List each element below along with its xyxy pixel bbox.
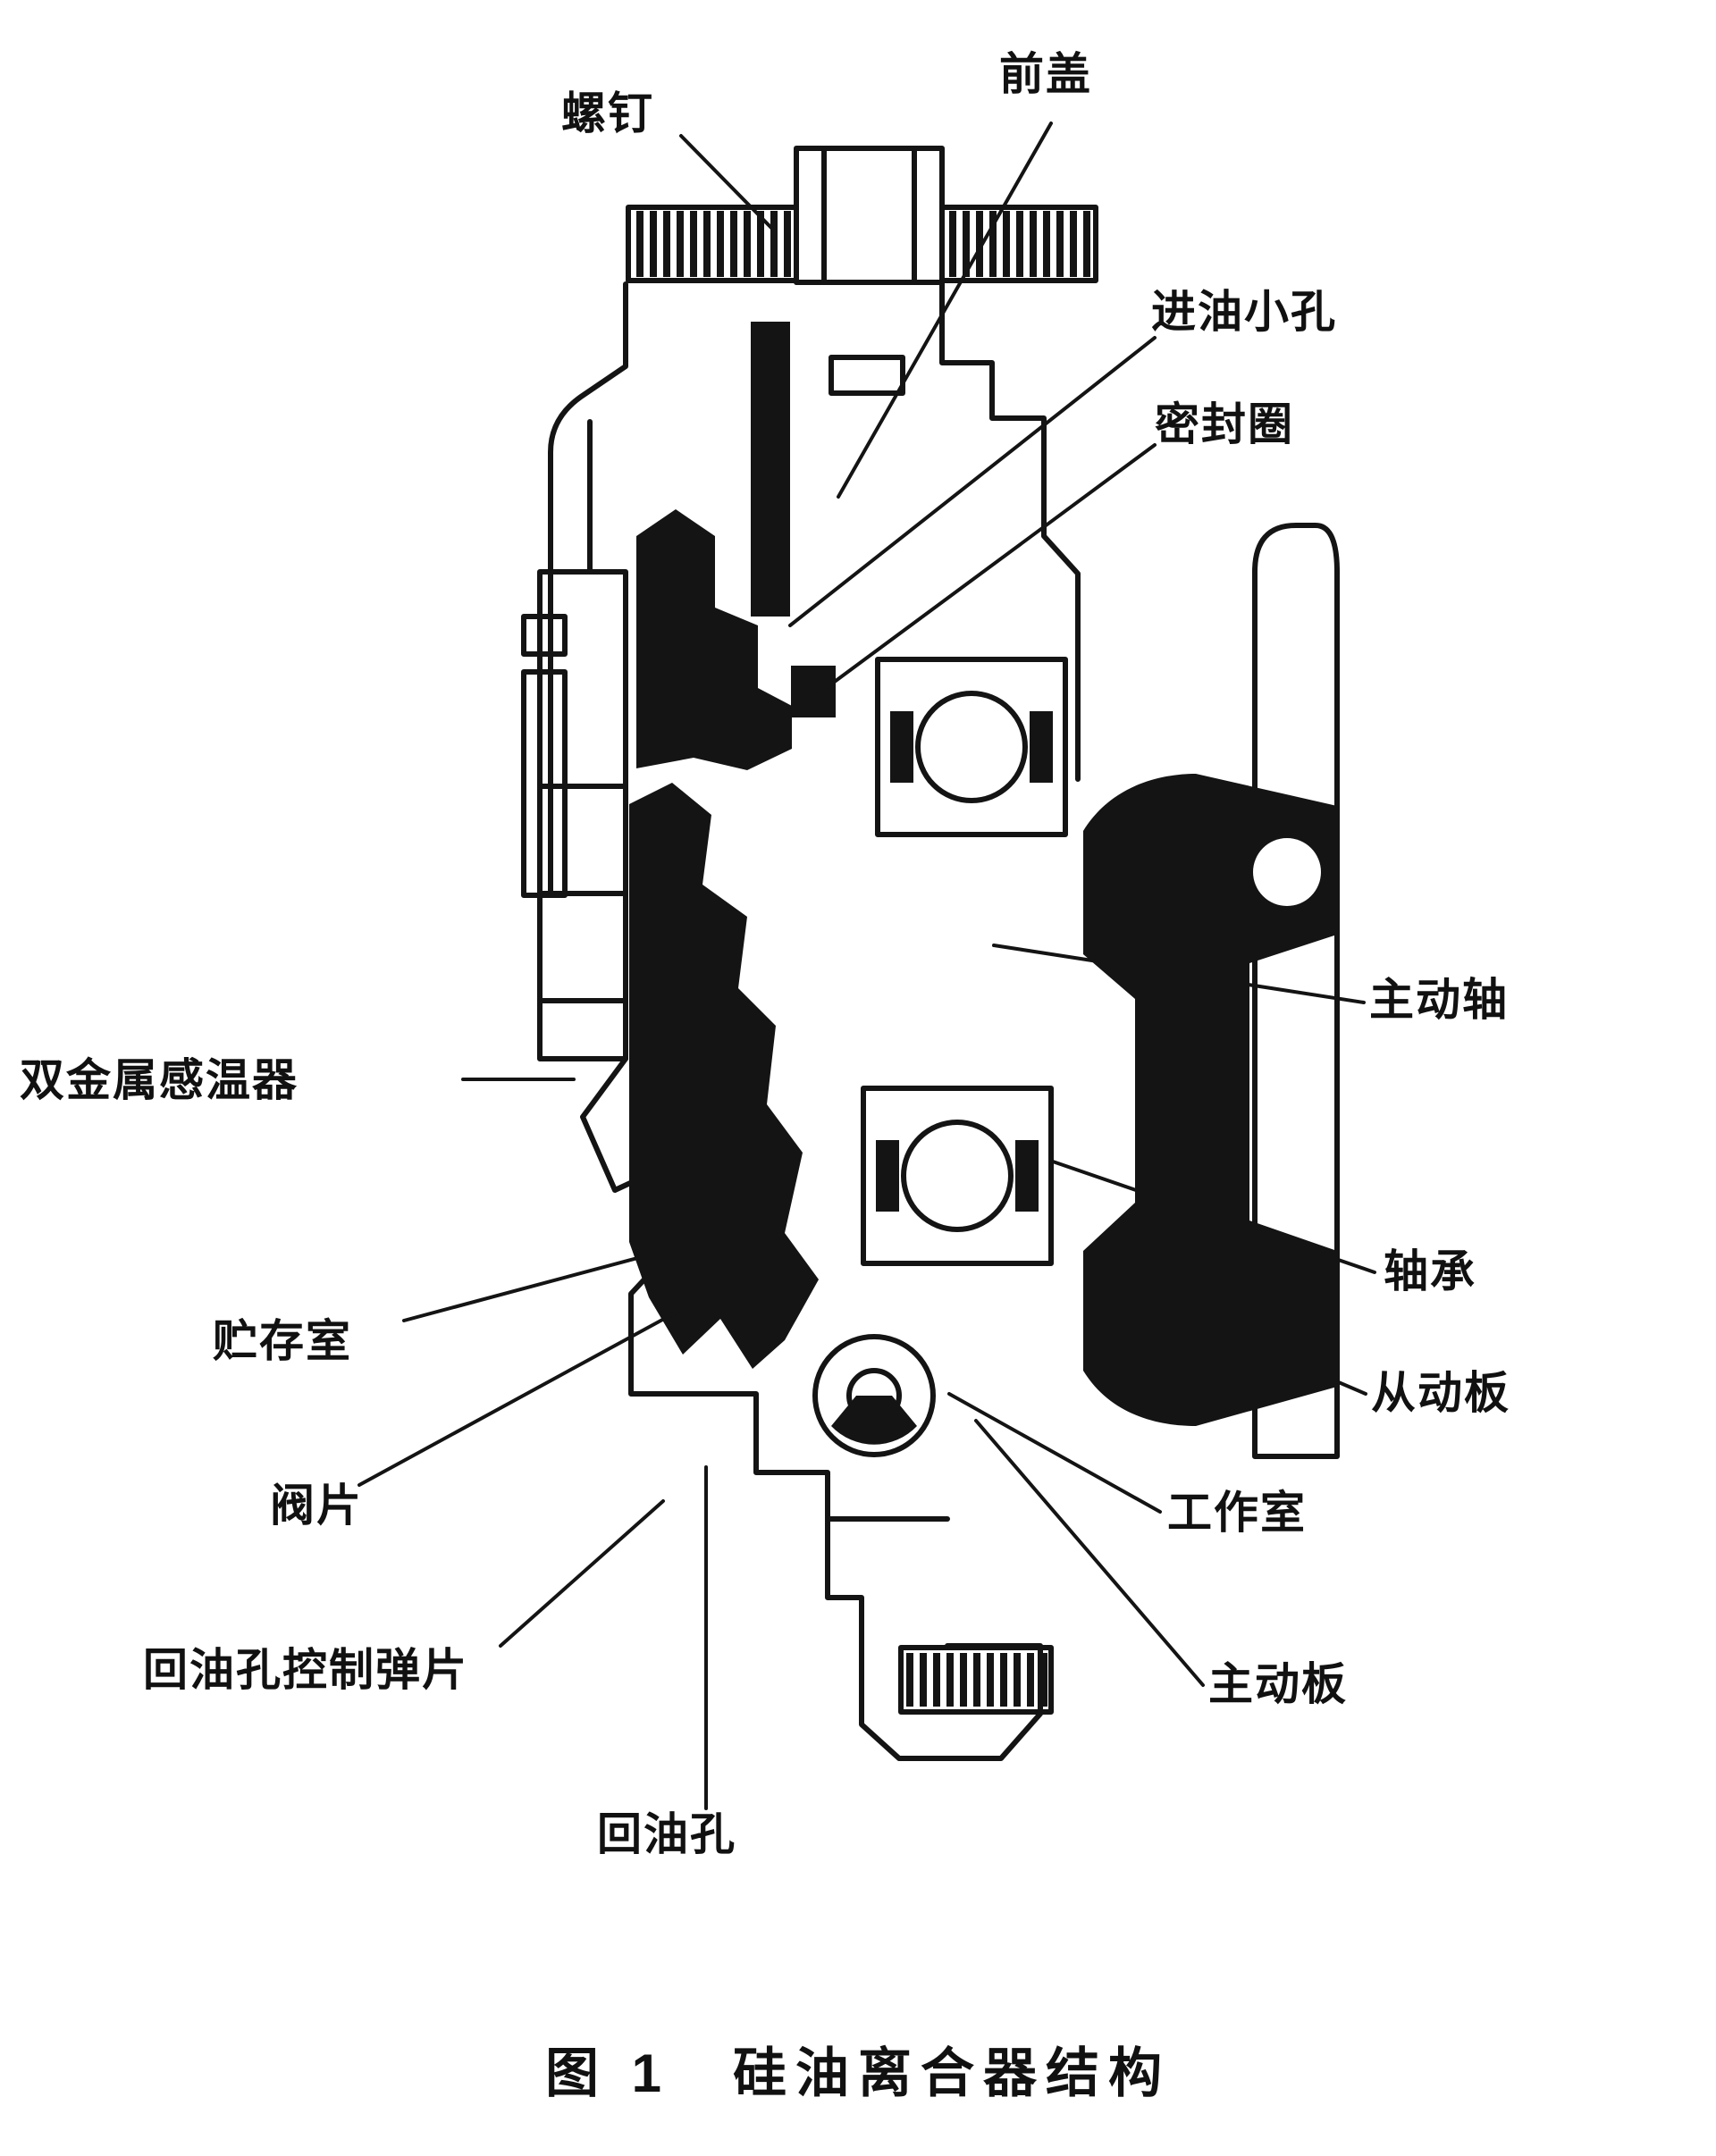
leader-oil-inlet-hole bbox=[788, 336, 1157, 627]
thread-bars-bottom bbox=[906, 1653, 1047, 1707]
upper-bearing-ball bbox=[915, 691, 1028, 803]
thread-bars-left bbox=[636, 211, 791, 277]
driven-plate-outline bbox=[1252, 523, 1340, 1459]
leader-drive-shaft bbox=[992, 944, 1366, 1004]
leader-screw bbox=[679, 134, 776, 232]
roller-shadow bbox=[831, 1396, 917, 1445]
label-storage-chamber: 贮存室 bbox=[213, 1316, 352, 1366]
figure-caption: 图 1 硅油离合器结构 bbox=[544, 2043, 1172, 2103]
leader-storage-chamber bbox=[402, 1238, 706, 1322]
front-cover-outline-right bbox=[939, 280, 1081, 782]
label-oil-inlet-hole: 进油小孔 bbox=[1151, 287, 1337, 337]
label-bimetal-sensor: 双金属感温器 bbox=[20, 1055, 299, 1105]
leader-front-cover bbox=[837, 122, 1053, 499]
label-front-cover: 前盖 bbox=[999, 49, 1092, 99]
label-bearing: 轴承 bbox=[1384, 1246, 1476, 1296]
working-chamber-roller bbox=[812, 1334, 936, 1457]
lower-bearing-housing bbox=[861, 1086, 1054, 1266]
clutch-sectioned-black-regions bbox=[629, 211, 1337, 1707]
left-plate bbox=[537, 569, 628, 1061]
front-cover-outline-left bbox=[548, 281, 628, 898]
lower-thread-outline bbox=[898, 1645, 1054, 1715]
label-drive-shaft: 主动轴 bbox=[1369, 975, 1509, 1025]
label-seal-ring: 密封圈 bbox=[1155, 399, 1294, 449]
label-return-oil-hole: 回油孔 bbox=[597, 1809, 736, 1859]
screw-thread-left bbox=[626, 205, 799, 283]
seal-labyrinth-mass bbox=[636, 509, 792, 770]
screw-head bbox=[794, 146, 945, 285]
leader-working-chamber bbox=[947, 1392, 1162, 1514]
central-sectioned-mass bbox=[629, 783, 819, 1369]
label-driven-plate: 从动板 bbox=[1371, 1368, 1510, 1418]
label-valve-plate: 阀片 bbox=[270, 1481, 363, 1531]
label-working-chamber: 工作室 bbox=[1167, 1488, 1307, 1538]
screw-thread-right bbox=[939, 205, 1098, 283]
leader-bearing bbox=[1051, 1160, 1376, 1274]
thread-bars-right bbox=[949, 211, 1090, 277]
drive-shaft-flange bbox=[1083, 774, 1337, 1426]
leader-lines bbox=[358, 122, 1376, 1810]
leader-driven-plate bbox=[1164, 1306, 1367, 1396]
leader-return-hole-spring bbox=[499, 1499, 665, 1648]
leader-valve-plate bbox=[358, 1290, 715, 1487]
lower-bearing-ball bbox=[901, 1120, 1014, 1232]
label-drive-plate: 主动板 bbox=[1208, 1659, 1348, 1709]
flange-hub-hole bbox=[1253, 838, 1321, 906]
leader-seal-ring bbox=[810, 443, 1157, 700]
label-screw: 螺钉 bbox=[561, 88, 654, 138]
label-return-hole-spring: 回油孔控制弹片 bbox=[143, 1645, 468, 1695]
center-dark-column bbox=[751, 322, 790, 617]
upper-bearing-housing bbox=[875, 657, 1068, 837]
leader-drive-plate bbox=[974, 1419, 1205, 1687]
seal-ring-section bbox=[791, 666, 836, 717]
